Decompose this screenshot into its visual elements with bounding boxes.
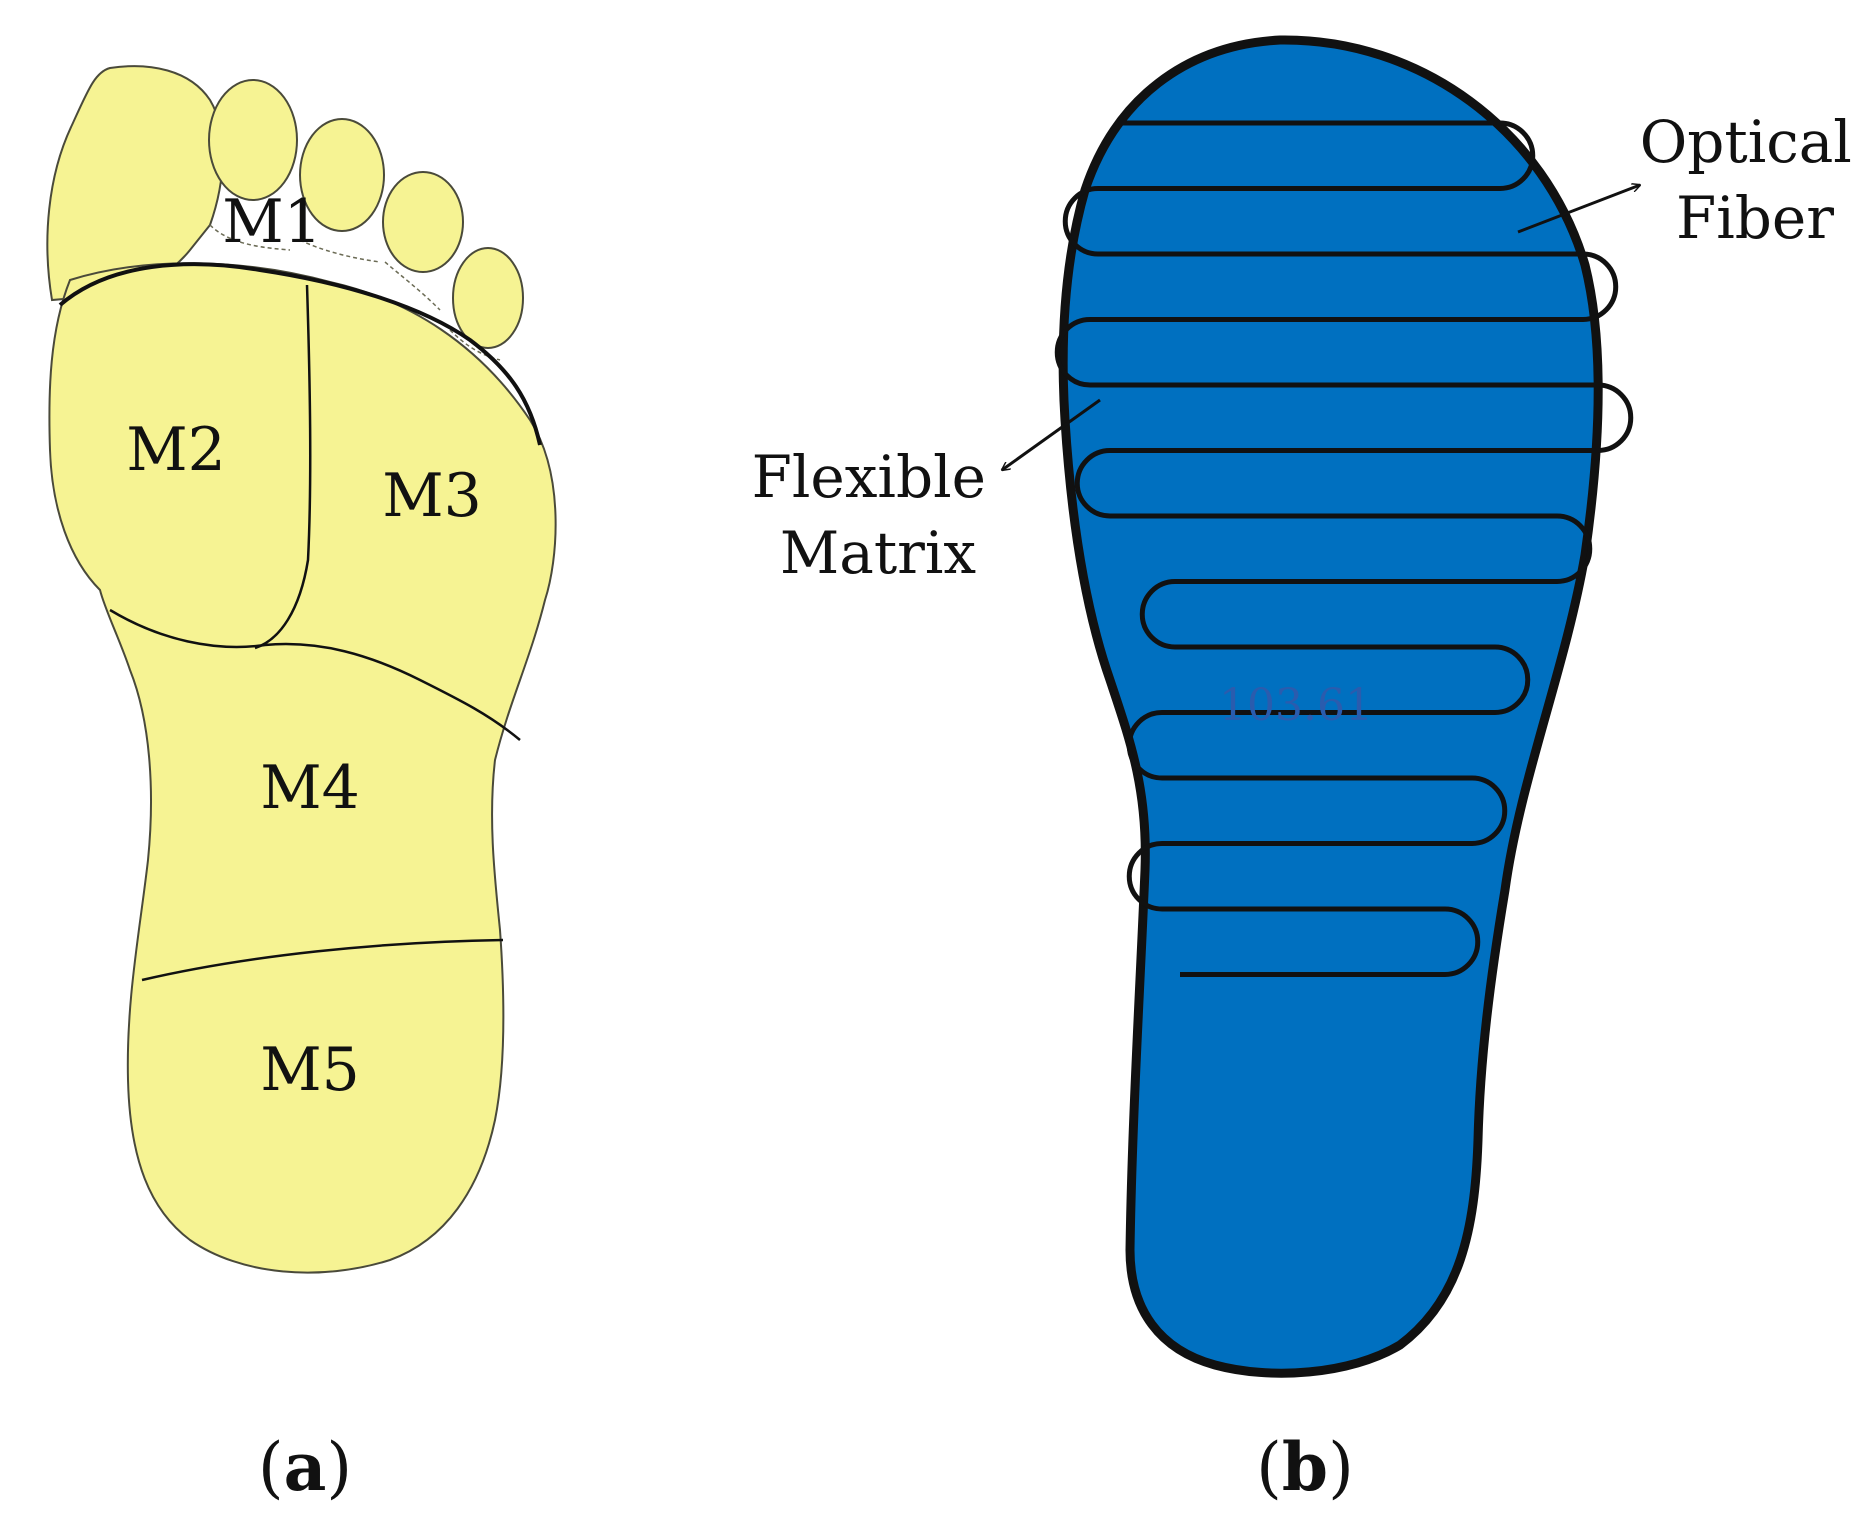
m2-m3-m4-boundary-line [109, 608, 521, 741]
optical-fiber-arrow [1517, 185, 1640, 234]
m4-m5-boundary-line [141, 938, 504, 982]
flexible-matrix-label: Flexible Matrix [752, 443, 1005, 587]
region-label-m3: M3 [382, 461, 482, 531]
m1-boundary-line [58, 262, 542, 446]
sole-shape [48, 262, 557, 1274]
panel-b-caption: (b) [1256, 1428, 1354, 1506]
region-label-m5: M5 [260, 1035, 360, 1105]
insole-shape [1058, 35, 1603, 1378]
panel-b-insole-diagram: 103.61 Optical Fiber Flexible Matrix (b) [752, 35, 1866, 1506]
toe-4-shape [382, 171, 464, 273]
panel-a-caption: (a) [258, 1428, 352, 1506]
optical-fiber-path [1054, 120, 1634, 977]
watermark-text: 103.61 [1219, 680, 1373, 731]
m2-m3-divider-line [254, 284, 312, 650]
flexible-matrix-arrow [1002, 398, 1101, 470]
big-toe-shape [46, 65, 224, 302]
region-label-m2: M2 [126, 415, 226, 485]
toe-2-shape [208, 79, 298, 201]
optical-fiber-label: Optical Fiber [1640, 108, 1866, 252]
toe-5-shape [452, 247, 524, 349]
region-label-m1: M1 [222, 187, 322, 257]
region-label-m4: M4 [260, 753, 360, 823]
flexible-matrix-label-line2: Matrix [780, 519, 976, 587]
optical-fiber-label-line2: Fiber [1676, 184, 1834, 252]
toe-3-shape [299, 118, 385, 232]
panel-a-foot-diagram: M1 M2 M3 M4 M5 (a) [46, 65, 557, 1506]
toe-crease-lines [209, 224, 501, 361]
optical-fiber-label-line1: Optical [1640, 108, 1852, 176]
flexible-matrix-label-line1: Flexible [752, 443, 986, 511]
